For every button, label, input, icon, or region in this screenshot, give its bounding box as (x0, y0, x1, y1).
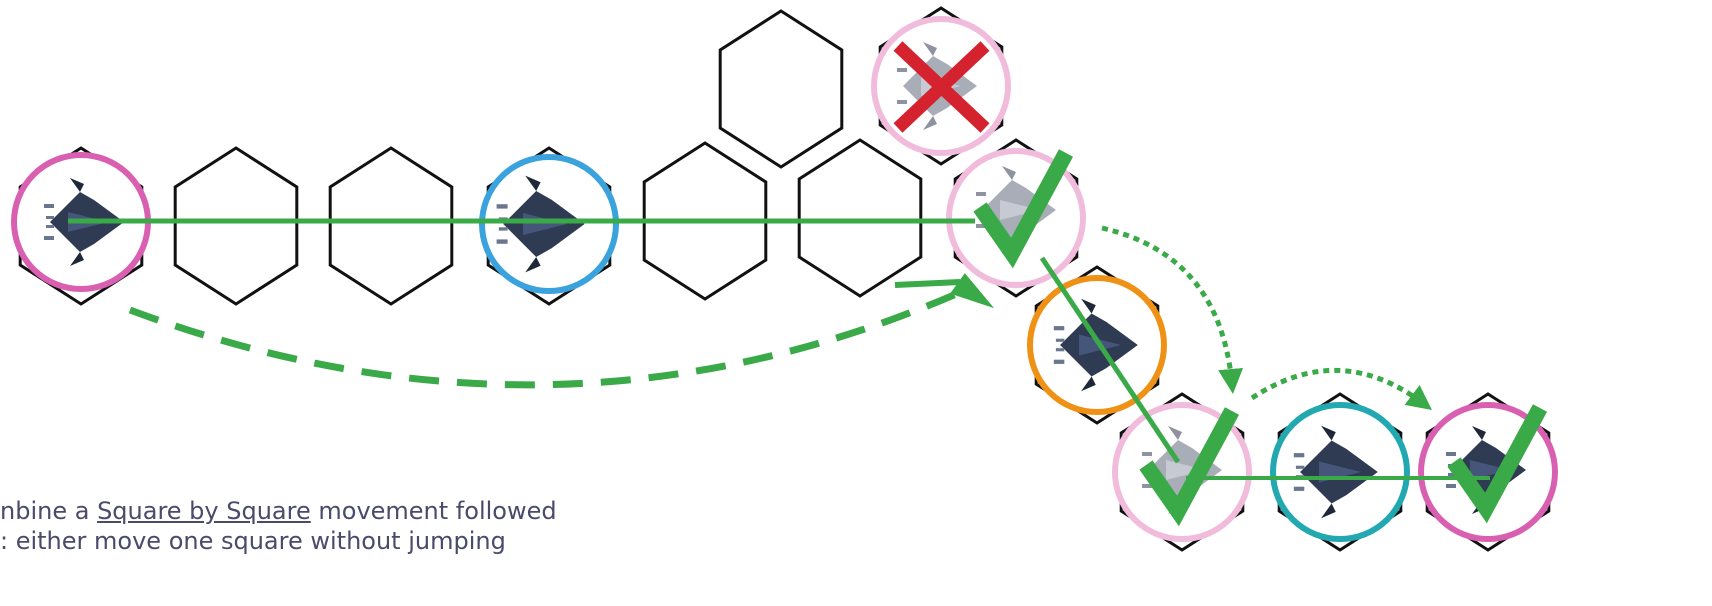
caption-text-end: movement followed (310, 497, 557, 525)
caption-line-2: : either move one square without jumping (0, 527, 506, 555)
caption-text-start: nbine a (0, 497, 98, 525)
caption-line-1: nbine a Square by Square movement follow… (0, 496, 557, 526)
jump-arrowhead-icon (894, 273, 995, 309)
hex-cell (173, 146, 299, 306)
hex-cell (718, 9, 844, 169)
check-icon (1139, 407, 1240, 527)
cross-icon (893, 41, 990, 133)
hex-cell (328, 146, 454, 306)
move-arrow (1101, 225, 1244, 394)
line-of-movement (1039, 256, 1181, 464)
jump-arrow (128, 284, 972, 389)
hex-cell (797, 138, 923, 298)
check-icon (1447, 404, 1548, 524)
check-icon (973, 149, 1074, 269)
square-by-square-link[interactable]: Square by Square (97, 497, 311, 525)
move-arrow (1250, 367, 1432, 411)
